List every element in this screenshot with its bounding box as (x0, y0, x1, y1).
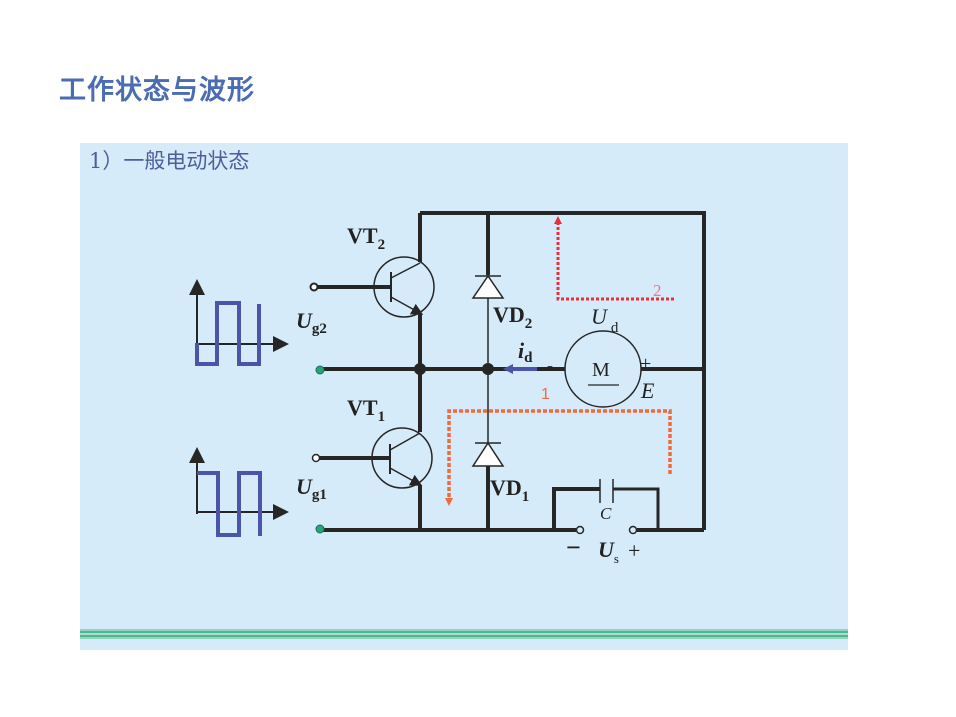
waveform-ug1-signal (197, 471, 262, 537)
capacitor-icon (599, 479, 614, 503)
slide-title: 工作状态与波形 (59, 75, 255, 106)
panel-heading: 1）一般电动状态 (89, 149, 250, 173)
current-path-2 (556, 222, 674, 301)
path2-arrowhead-icon (554, 216, 562, 224)
label-path-2: 2 (653, 281, 662, 300)
motor-minus: - (547, 355, 553, 375)
transistor-vt1-icon (371, 427, 433, 489)
waveform-ug2 (189, 279, 289, 366)
label-ug1: Ug1 (296, 474, 327, 503)
junction-dot (414, 363, 426, 375)
current-path-1 (447, 409, 672, 500)
gate2-ground-terminal (315, 365, 325, 375)
waveform-ug2-signal (195, 301, 261, 366)
diode-vd2-icon (471, 274, 505, 299)
label-vt2: VT2 (347, 223, 385, 253)
current-arrowhead-icon (503, 364, 513, 374)
gate2-terminal (309, 282, 319, 292)
junction-dot (482, 363, 494, 375)
source-plus: + (628, 538, 640, 563)
label-emf: E (640, 378, 655, 403)
diagram-panel (80, 143, 848, 650)
label-current: id (518, 338, 533, 366)
waveform-ug1 (189, 447, 289, 537)
capacitor-right-wire (613, 487, 660, 530)
top-rail (420, 211, 706, 530)
diode-vd1-icon (471, 441, 505, 467)
motor-plus: + (640, 353, 651, 375)
label-capacitor: C (600, 504, 612, 523)
label-ug2: Ug2 (296, 308, 327, 337)
path1-arrowhead-icon (445, 498, 453, 506)
source-plus-terminal (628, 525, 638, 535)
source-minus-terminal (575, 525, 585, 535)
motor-symbol: M (592, 359, 610, 381)
label-source: Us (598, 537, 619, 566)
label-vd2: VD2 (493, 302, 532, 332)
label-vd1: VD1 (490, 475, 529, 505)
decorative-stripes (80, 629, 848, 639)
source-minus: − (566, 533, 581, 562)
motor-icon (564, 330, 642, 408)
label-vt1: VT1 (347, 395, 385, 425)
capacitor-left-wire (552, 487, 600, 530)
gate1-ground-terminal (315, 524, 325, 534)
transistor-vt2-icon (373, 256, 435, 318)
label-path-1: 1 (541, 386, 550, 403)
gate1-terminal (311, 453, 321, 463)
